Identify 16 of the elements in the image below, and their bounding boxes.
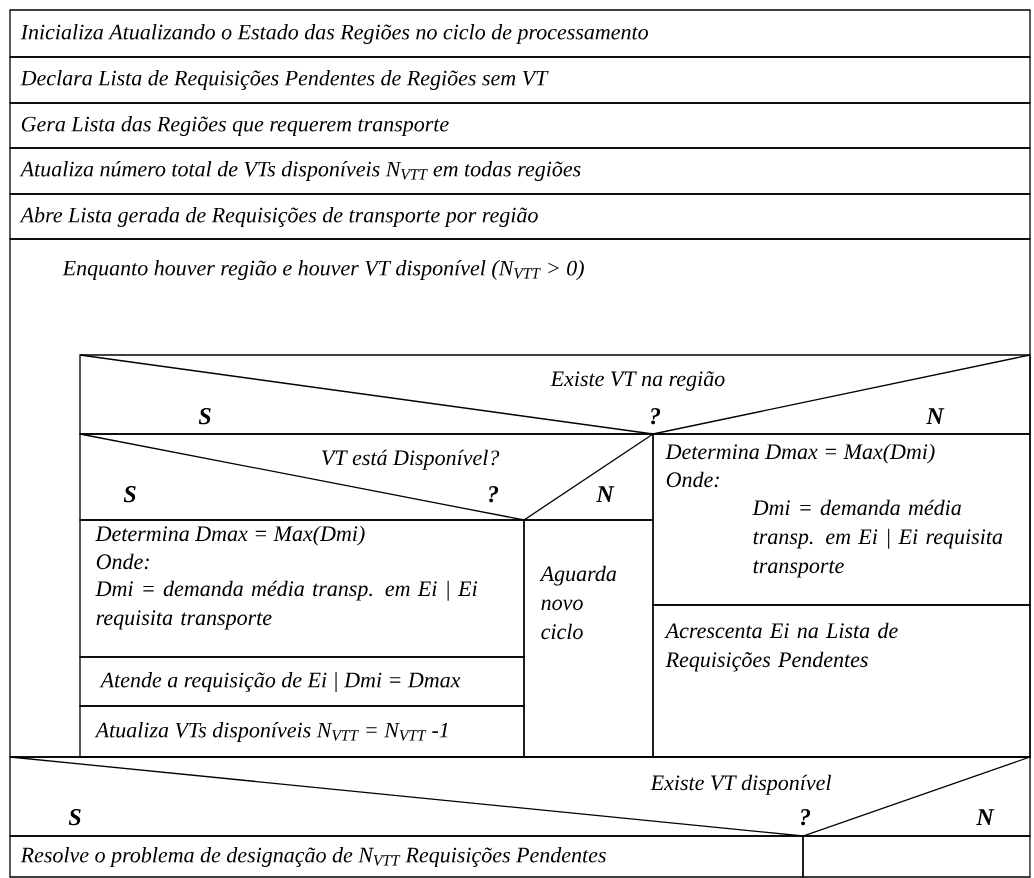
process-box: Atende a requisição de Ei | Dmi = Dmax	[79, 656, 525, 707]
process-box: Determina Dmax = Max(Dmi) Onde: Dmi = demanda média transp. em Ei | Ei requisita transporte	[652, 433, 1031, 606]
process-box: Determina Dmax = Max(Dmi) Onde: Dmi = demanda média transp. em Ei | Ei requisita transporte	[79, 519, 525, 658]
process-box: Abre Lista gerada de Requisições de transporte por região	[9, 193, 1031, 240]
decision-block: Existe VT na região S ? N	[79, 354, 1031, 435]
process-box: Gera Lista das Regiões que requerem transporte	[9, 102, 1031, 149]
process-box: Aguarda novo ciclo	[523, 519, 654, 758]
process-box: Atualiza VTs disponíveis N$_{VTT}$ = N$_{VTT}$ -1	[79, 705, 525, 758]
decision-block: Existe VT disponível S ? N	[9, 756, 1031, 837]
process-box: Acrescenta Ei na Lista de Requisições Pendentes	[652, 604, 1031, 758]
decision-block: VT está Disponível? S ? N	[79, 433, 654, 521]
process-box: Declara Lista de Requisições Pendentes de Regiões sem VT	[9, 56, 1031, 104]
process-box: Resolve o problema de designação de N$_{VTT}$ Requisições Pendentes	[9, 835, 804, 878]
empty-cell	[802, 835, 1031, 878]
process-box: Inicializa Atualizando o Estado das Regiões no ciclo de processamento	[9, 9, 1031, 58]
process-box: Atualiza número total de VTs disponíveis N$_{VTT}$ em todas regiões	[9, 147, 1031, 195]
